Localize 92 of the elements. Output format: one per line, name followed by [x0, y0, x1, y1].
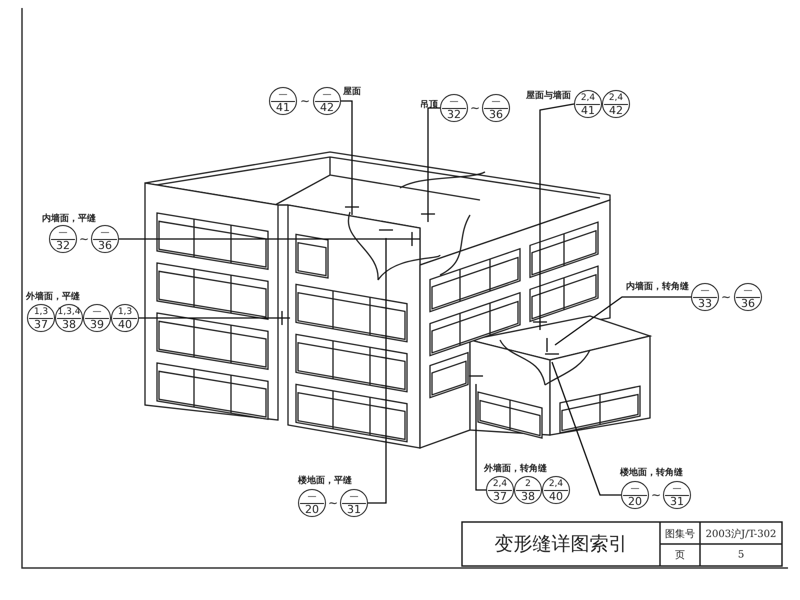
index-circle [691, 283, 719, 311]
page-number: 32 [446, 108, 462, 120]
page-number: 31 [669, 496, 685, 508]
callout-label: 吊顶 [420, 99, 438, 111]
callout-label: 屋面 [343, 86, 361, 98]
index-circle [486, 476, 514, 504]
detail-number: — [271, 88, 295, 102]
table-label: 页 [675, 549, 685, 562]
table-label: 图集号 [665, 528, 695, 541]
detail-number: 1,3,4 [57, 306, 81, 318]
detail-number: — [665, 482, 689, 496]
leader-line [468, 375, 487, 491]
leader-line [546, 296, 692, 353]
detail-number: 2,4 [544, 478, 568, 490]
page-number: 40 [117, 318, 133, 330]
detail-number: — [623, 482, 647, 496]
index-circle [542, 476, 570, 504]
callout-label: 楼地面，转角缝 [620, 466, 683, 479]
index-circle [621, 481, 649, 509]
detail-number: 2,4 [604, 92, 628, 104]
page-number: 39 [89, 318, 105, 330]
drawing-number: 2003沪J/T-302 [706, 528, 776, 541]
leader-line [340, 100, 360, 216]
leader-line [420, 107, 441, 223]
index-circle [514, 476, 542, 504]
range-sign: ~ [328, 496, 338, 510]
index-circle [734, 283, 762, 311]
index-circle [663, 481, 691, 509]
detail-number: — [484, 96, 508, 108]
index-circle [574, 90, 602, 118]
index-circle [340, 489, 368, 517]
leader-line [544, 353, 622, 496]
page-number: 20 [304, 504, 320, 516]
index-circle [49, 225, 77, 253]
range-sign: ~ [720, 290, 732, 304]
page-number: 32 [55, 240, 71, 252]
detail-number: 2 [516, 478, 540, 490]
page-number: 20 [627, 496, 643, 508]
page-number: 36 [97, 240, 113, 252]
index-circle [27, 304, 55, 332]
page-number: 37 [33, 318, 49, 330]
callout-label: 外墙面，转角缝 [484, 462, 547, 475]
leader-line [138, 310, 291, 326]
detail-number: 1,3 [113, 306, 137, 318]
page-number: 40 [548, 490, 564, 502]
detail-number: — [85, 306, 109, 318]
index-circle [83, 304, 111, 332]
page-number: 38 [61, 318, 77, 330]
callout-label: 楼地面，平缝 [298, 474, 352, 487]
page-number: 36 [740, 298, 756, 310]
index-circle [91, 225, 119, 253]
index-circle [111, 304, 139, 332]
leader-line [532, 103, 575, 331]
leader-line [367, 229, 394, 504]
page-number: 36 [488, 108, 504, 120]
range-sign: ~ [650, 488, 662, 502]
page-number: 41 [275, 102, 291, 114]
index-circle [55, 304, 83, 332]
index-circle [440, 94, 468, 122]
detail-number: — [300, 490, 324, 504]
index-circle [298, 489, 326, 517]
range-sign: ~ [78, 232, 90, 246]
callout-label: 内墙面，平缝 [42, 212, 96, 225]
callout-label: 屋面与墙面 [526, 89, 571, 102]
range-sign: ~ [470, 101, 480, 115]
page-number: 42 [319, 102, 335, 114]
page-number: 5 [738, 550, 744, 560]
page-number: 33 [697, 298, 713, 310]
leader-line [118, 231, 421, 247]
index-circle [482, 94, 510, 122]
index-circle [269, 87, 297, 115]
detail-number: — [736, 284, 760, 298]
detail-number: — [315, 88, 339, 102]
detail-number: — [342, 490, 366, 504]
drawing-title: 变形缝详图索引 [494, 532, 628, 557]
range-sign: ~ [300, 94, 310, 108]
page-number: 38 [520, 490, 536, 502]
page-number: 41 [580, 104, 596, 116]
callout-label: 内墙面，转角缝 [626, 280, 689, 293]
detail-number: — [51, 226, 75, 240]
page-number: 37 [492, 490, 508, 502]
index-circle [602, 90, 630, 118]
detail-number: 1,3 [29, 306, 53, 318]
detail-number: — [93, 226, 117, 240]
callout-label: 外墙面，平缝 [26, 290, 80, 303]
page-number: 31 [346, 504, 362, 516]
detail-number: 2,4 [576, 92, 600, 104]
detail-number: — [442, 96, 466, 108]
index-circle [313, 87, 341, 115]
page-number: 42 [608, 104, 624, 116]
detail-number: 2,4 [488, 478, 512, 490]
detail-number: — [693, 284, 717, 298]
